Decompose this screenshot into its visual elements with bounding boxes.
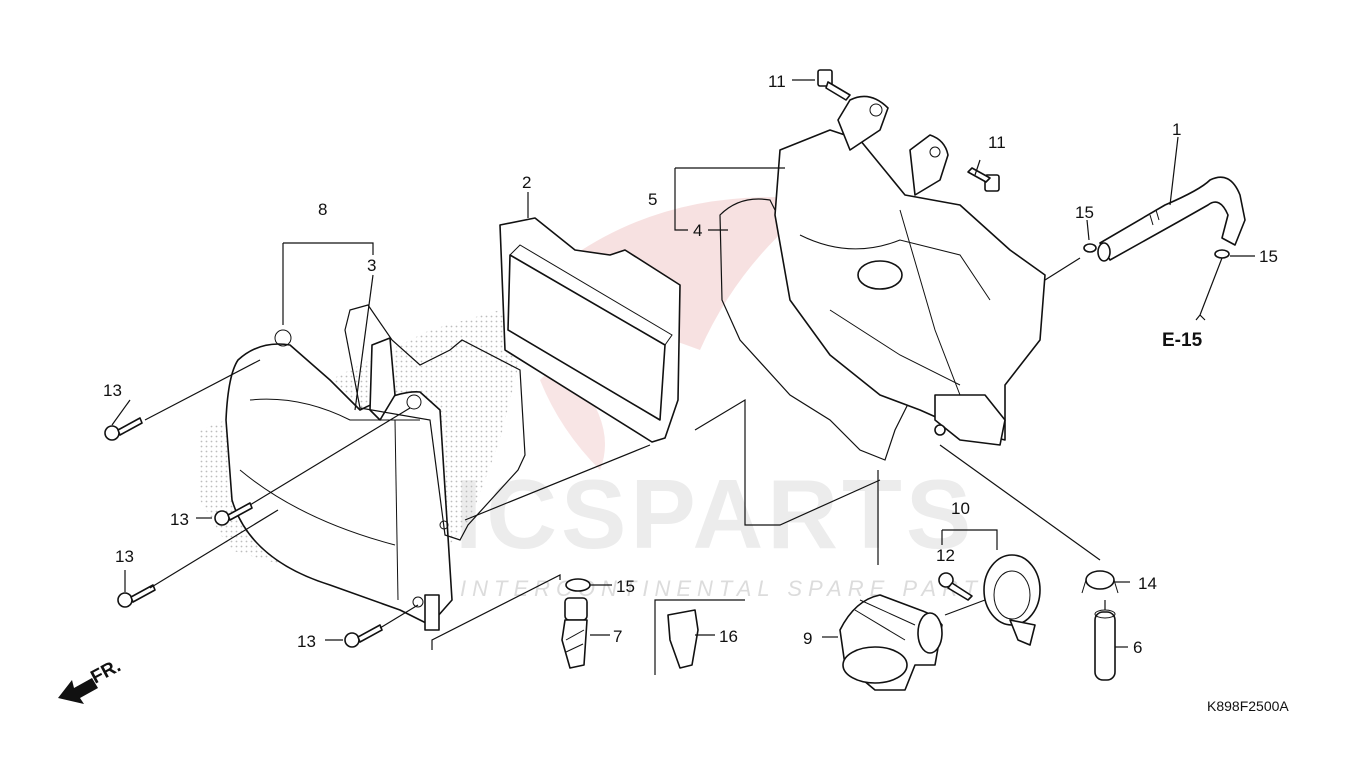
callout-15b: 15	[1259, 247, 1278, 266]
connecting-tube	[839, 594, 943, 691]
leader-lines	[111, 79, 1255, 650]
tube-band	[983, 554, 1041, 646]
callout-16: 16	[719, 627, 738, 646]
case-bolt	[817, 69, 1000, 192]
callout-13b: 13	[170, 510, 189, 529]
callout-13c: 13	[115, 547, 134, 566]
watermark-brand: ICSPARTS	[455, 459, 975, 569]
callout-9: 9	[803, 629, 812, 648]
callout-7: 7	[613, 627, 622, 646]
band-screw	[938, 572, 973, 601]
callout-2: 2	[522, 173, 531, 192]
callout-15c: 15	[616, 577, 635, 596]
callout-13a: 13	[103, 381, 122, 400]
front-direction-arrow: FR.	[58, 656, 124, 704]
diagram-code: K898F2500A	[1207, 698, 1289, 714]
callout-14: 14	[1138, 574, 1157, 593]
callout-15a: 15	[1075, 203, 1094, 222]
callout-6: 6	[1133, 638, 1142, 657]
callout-1: 1	[1172, 120, 1181, 139]
callout-3: 3	[367, 256, 376, 275]
breather-tube	[1097, 176, 1246, 262]
callout-13d: 13	[297, 632, 316, 651]
callout-11a: 11	[768, 72, 786, 91]
drain-clip	[1081, 570, 1119, 594]
callout-12: 12	[936, 546, 955, 565]
cover-screw	[104, 417, 383, 648]
drain-tube	[1094, 609, 1116, 681]
air-filter-element	[499, 217, 681, 443]
drain-plug-variant	[654, 599, 745, 675]
callout-10: 10	[951, 499, 970, 518]
callout-labels: 1 2 3 4 5 6 7 8 9 10 11 11 12 13 13 13 1…	[103, 72, 1289, 714]
reference-e15: E-15	[1162, 330, 1203, 351]
watermark-tagline: INTERCONTINENTAL SPARE PARTS	[460, 576, 1004, 601]
callout-4: 4	[693, 221, 702, 240]
air-cleaner-case	[774, 95, 1046, 446]
callout-8: 8	[318, 200, 327, 219]
drain-plug	[561, 597, 588, 669]
callout-5: 5	[648, 190, 657, 209]
callout-11b: 11	[988, 133, 1006, 152]
cover-gasket	[344, 304, 526, 541]
